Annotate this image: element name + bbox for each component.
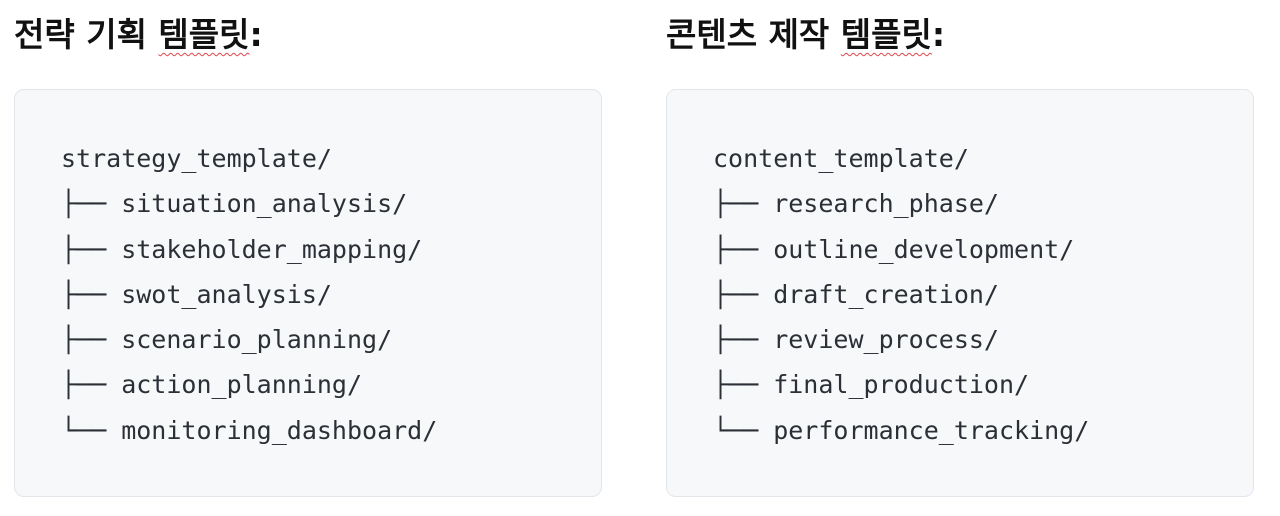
spellcheck-flagged-word: 템플릿 bbox=[158, 15, 250, 54]
heading-colon: : bbox=[931, 15, 946, 54]
tree-root: strategy_template/ bbox=[61, 144, 332, 173]
tree-item: ├── action_planning/ bbox=[61, 370, 363, 400]
tree-item: ├── outline_development/ bbox=[713, 234, 1075, 264]
tree-item: ├── draft_creation/ bbox=[713, 279, 999, 309]
tree-item: ├── review_process/ bbox=[713, 325, 999, 355]
content-template-heading: 콘텐츠 제작 템플릿: bbox=[666, 10, 945, 60]
spellcheck-flagged-word: 템플릿 bbox=[840, 15, 932, 54]
heading-text: 전략 기획 bbox=[14, 15, 159, 54]
tree-item: ├── scenario_planning/ bbox=[61, 325, 393, 355]
strategy-template-heading: 전략 기획 템플릿: bbox=[14, 10, 263, 60]
directory-tree: content_template/ ├── research_phase/ ├── … bbox=[713, 136, 1089, 453]
tree-item: ├── situation_analysis/ bbox=[61, 189, 408, 219]
heading-colon: : bbox=[249, 15, 263, 54]
content-template-code-block: content_template/ ├── research_phase/ ├── … bbox=[666, 89, 1254, 497]
tree-item: └── performance_tracking/ bbox=[713, 415, 1090, 445]
tree-item: ├── swot_analysis/ bbox=[61, 279, 332, 309]
tree-item: ├── research_phase/ bbox=[713, 189, 999, 219]
tree-item: ├── final_production/ bbox=[713, 370, 1030, 400]
tree-item: └── monitoring_dashboard/ bbox=[61, 415, 438, 445]
directory-tree: strategy_template/ ├── situation_analysis… bbox=[61, 136, 437, 453]
tree-item: ├── stakeholder_mapping/ bbox=[61, 234, 423, 264]
heading-text: 콘텐츠 제작 bbox=[666, 15, 841, 54]
tree-root: content_template/ bbox=[713, 144, 969, 173]
strategy-template-code-block: strategy_template/ ├── situation_analysis… bbox=[14, 89, 602, 497]
